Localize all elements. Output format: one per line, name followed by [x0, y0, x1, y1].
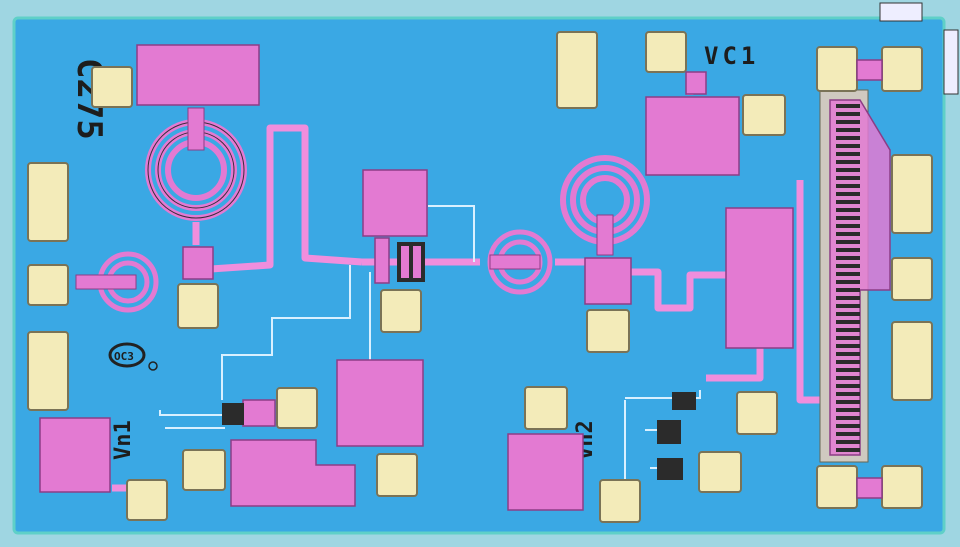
transistor-finger	[836, 240, 860, 244]
mim-capacitor-icon	[39, 44, 794, 511]
transistor-finger	[836, 392, 860, 396]
spiral-inductor-icon	[75, 251, 159, 313]
transistor-fingers	[836, 104, 860, 452]
transistor-finger	[836, 208, 860, 212]
vc1-label: VC1	[704, 42, 759, 70]
bond-pads	[27, 31, 933, 523]
transistor-finger	[836, 312, 860, 316]
transistor-finger	[836, 360, 860, 364]
transistor-finger	[836, 216, 860, 220]
transistor-finger	[836, 256, 860, 260]
transistor-finger	[836, 336, 860, 340]
transistor-finger	[836, 328, 860, 332]
spiral-inductor-icon	[145, 107, 247, 221]
transistor-finger	[836, 448, 860, 452]
transistor-finger	[836, 192, 860, 196]
transistor-finger	[836, 264, 860, 268]
spiral-inductor-icon	[487, 229, 553, 295]
transistor-finger	[836, 384, 860, 388]
corner-mark-tr	[879, 2, 923, 22]
transistor-finger	[836, 424, 860, 428]
transistor-finger	[836, 184, 860, 188]
transistor-finger	[836, 128, 860, 132]
transistor-finger	[836, 368, 860, 372]
logo-text: OC3	[114, 350, 134, 363]
transistor-finger	[836, 376, 860, 380]
transistor-cluster	[222, 242, 696, 480]
transistor-finger	[836, 288, 860, 292]
transistor-finger	[836, 120, 860, 124]
transistor-finger	[836, 136, 860, 140]
transistor-finger	[836, 144, 860, 148]
bias-lines	[159, 205, 701, 492]
spiral-inductor-icon	[560, 155, 650, 256]
transistor-finger	[836, 304, 860, 308]
transistor-finger	[836, 432, 860, 436]
transistor-finger	[836, 152, 860, 156]
pad-links	[685, 59, 883, 499]
transistor-finger	[836, 232, 860, 236]
transistor-finger	[836, 168, 860, 172]
transistor-finger	[836, 104, 860, 108]
transistor-finger	[836, 176, 860, 180]
transistor-finger	[836, 112, 860, 116]
corner-mark-right	[943, 29, 959, 95]
transistor-finger	[836, 272, 860, 276]
transistor-finger	[836, 408, 860, 412]
transistor-finger	[836, 400, 860, 404]
transistor-finger	[836, 248, 860, 252]
transistor-finger	[836, 440, 860, 444]
transistor-finger	[836, 352, 860, 356]
vn1-label: Vn1	[111, 420, 136, 460]
transistor-finger	[836, 320, 860, 324]
transistor-finger	[836, 416, 860, 420]
transistor-finger	[836, 280, 860, 284]
transistor-finger	[836, 344, 860, 348]
transistor-finger	[836, 200, 860, 204]
transistor-finger	[836, 224, 860, 228]
transistor-finger	[836, 296, 860, 300]
company-logo-icon: OC3	[108, 342, 158, 371]
transistor-finger	[836, 160, 860, 164]
